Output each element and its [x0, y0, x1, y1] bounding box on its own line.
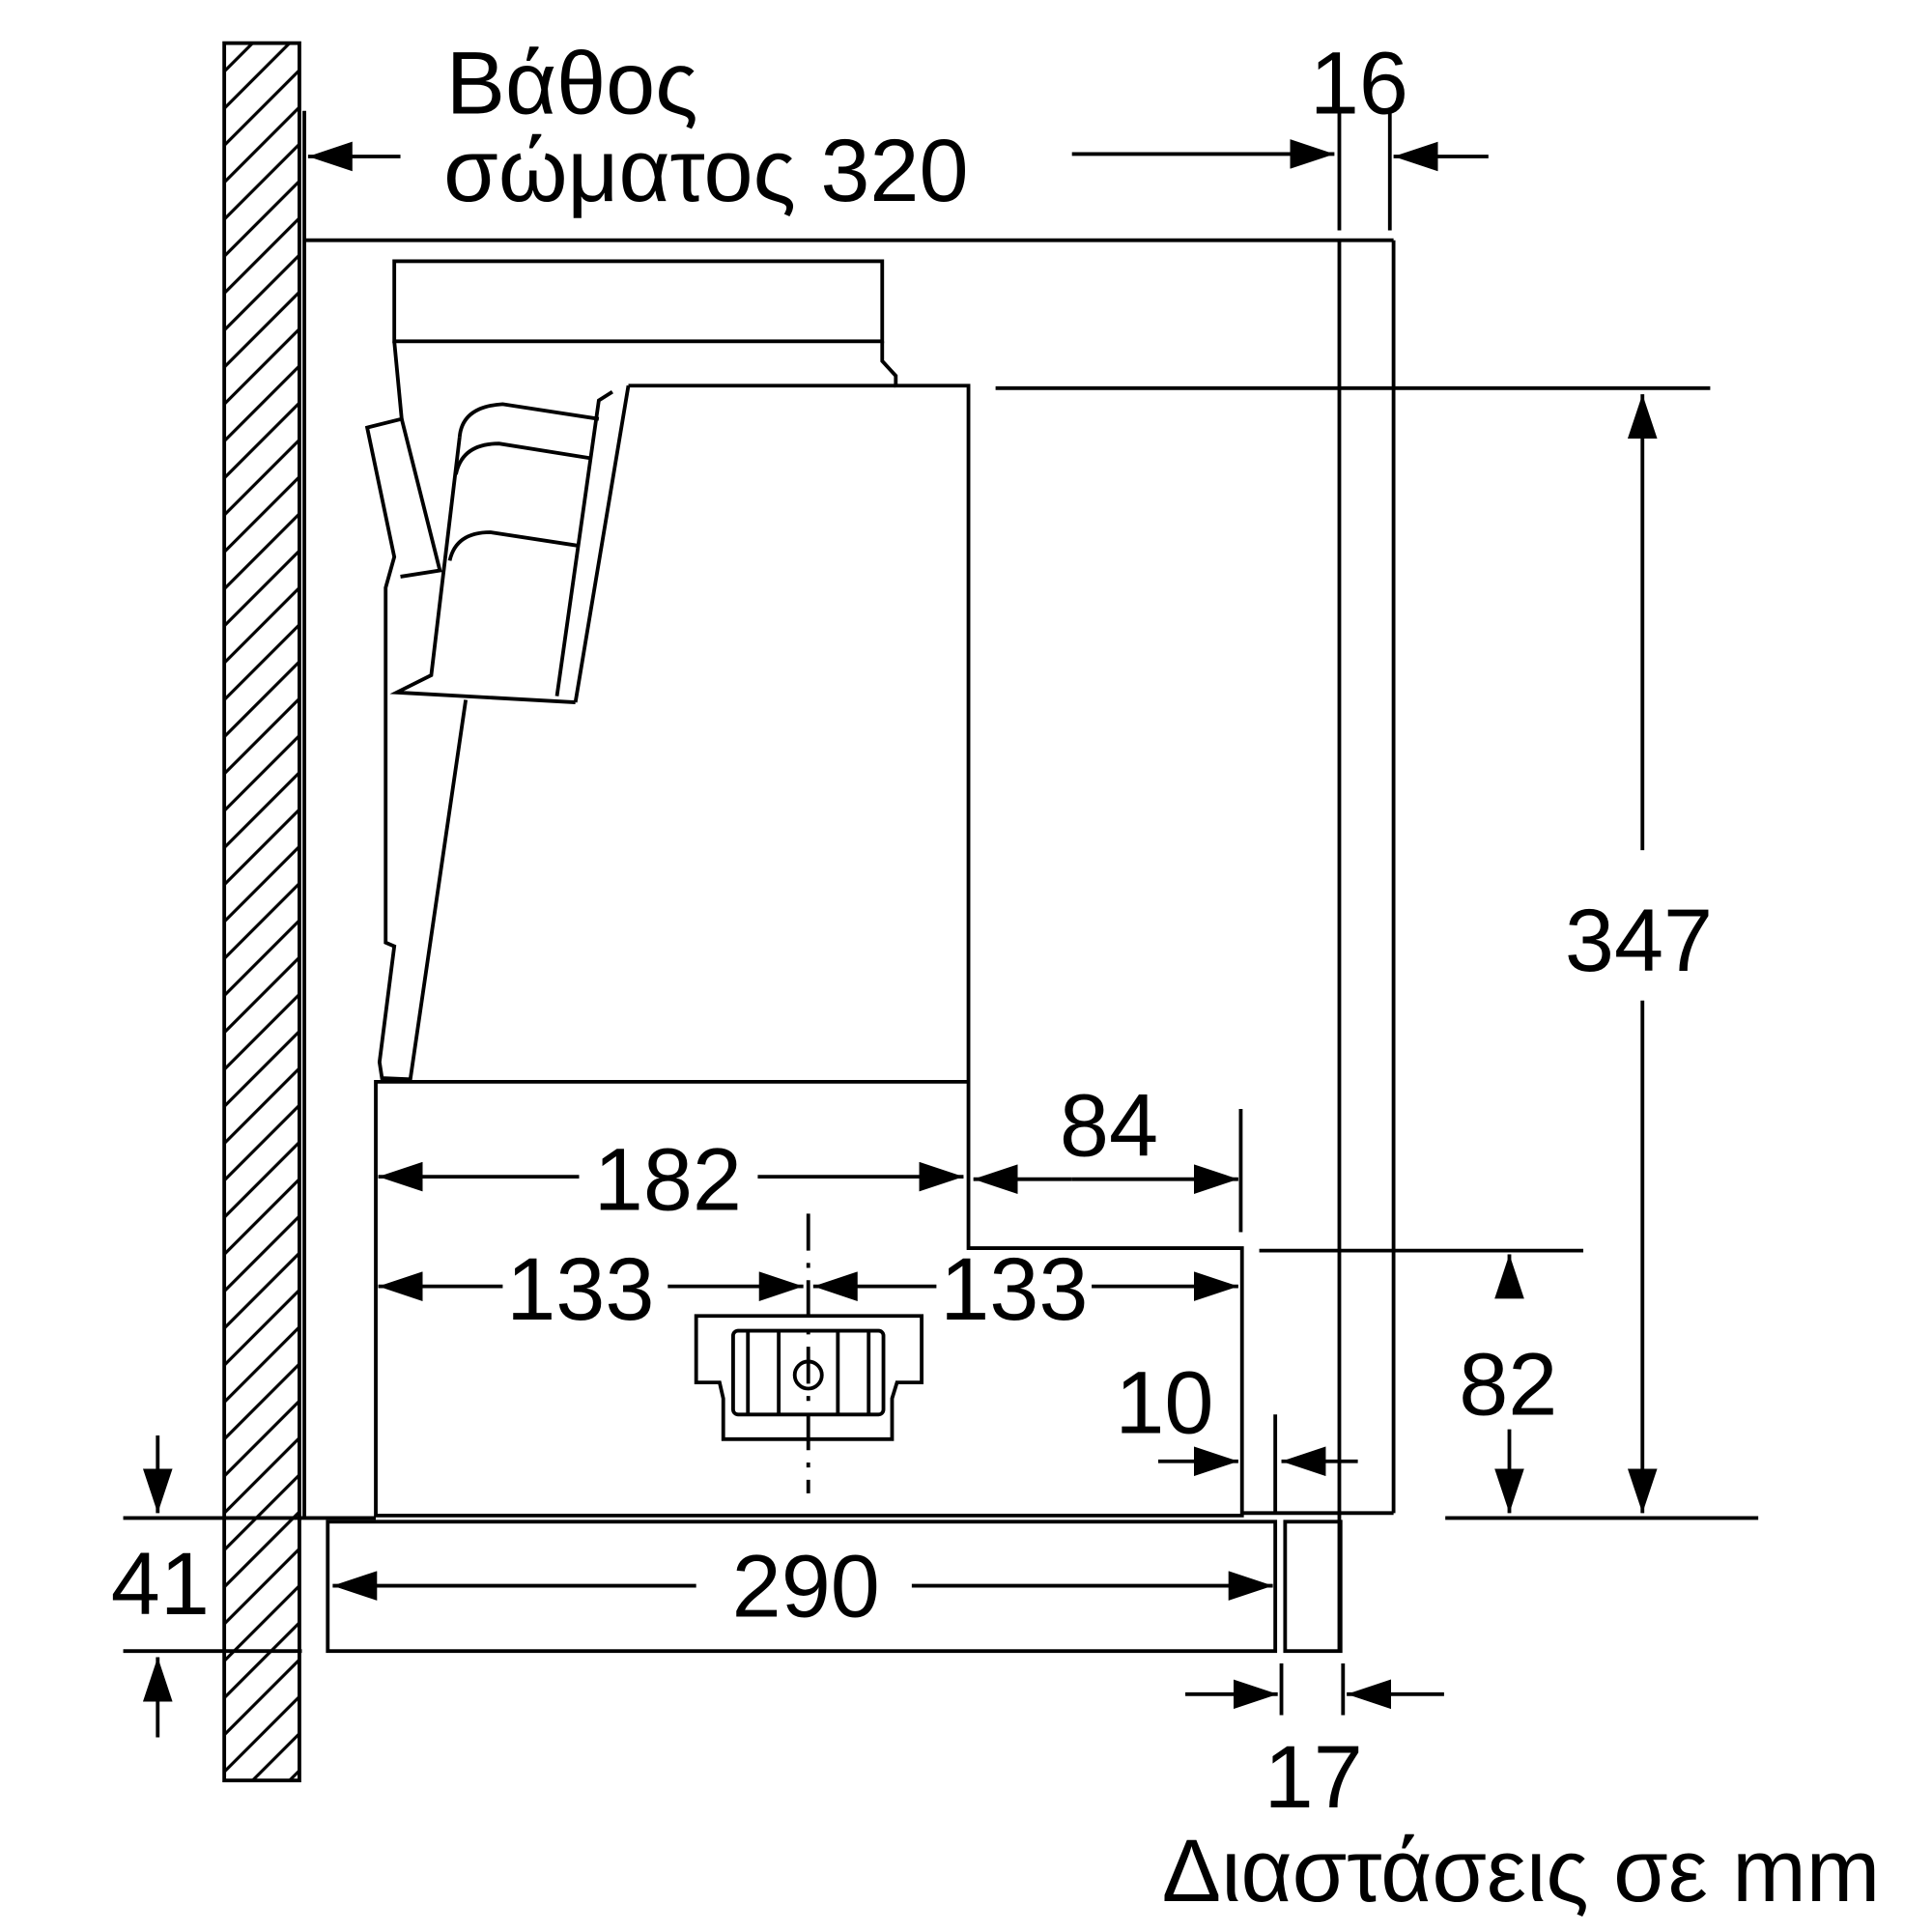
- dimension-labels: Βάθος σώματος 320 16 347 84 182 133 133 …: [111, 34, 1880, 1920]
- bottom-panels: [326, 1520, 1343, 1654]
- dim-133-left: 133: [506, 1240, 654, 1339]
- dim-133-right: 133: [940, 1240, 1088, 1339]
- dimension-lines: [123, 110, 1759, 1738]
- units-note: Διαστάσεις σε mm: [1162, 1822, 1880, 1920]
- dim-290: 290: [732, 1537, 880, 1635]
- dim-41: 41: [111, 1535, 210, 1634]
- dim-10: 10: [1115, 1353, 1213, 1452]
- dim-17: 17: [1264, 1728, 1363, 1827]
- cabinet-outline: [298, 110, 1396, 1652]
- dim-16: 16: [1310, 34, 1408, 132]
- exhaust-connector: [694, 1213, 923, 1493]
- dim-347: 347: [1565, 892, 1713, 990]
- dim-182: 182: [594, 1131, 742, 1230]
- hood-body: [364, 259, 1244, 1518]
- depth-label-line1: Βάθος: [446, 34, 698, 132]
- depth-label-line2: σώματος 320: [443, 122, 968, 220]
- wall-hatched: [222, 41, 301, 1783]
- dim-84: 84: [1060, 1076, 1158, 1175]
- dim-82: 82: [1459, 1335, 1557, 1434]
